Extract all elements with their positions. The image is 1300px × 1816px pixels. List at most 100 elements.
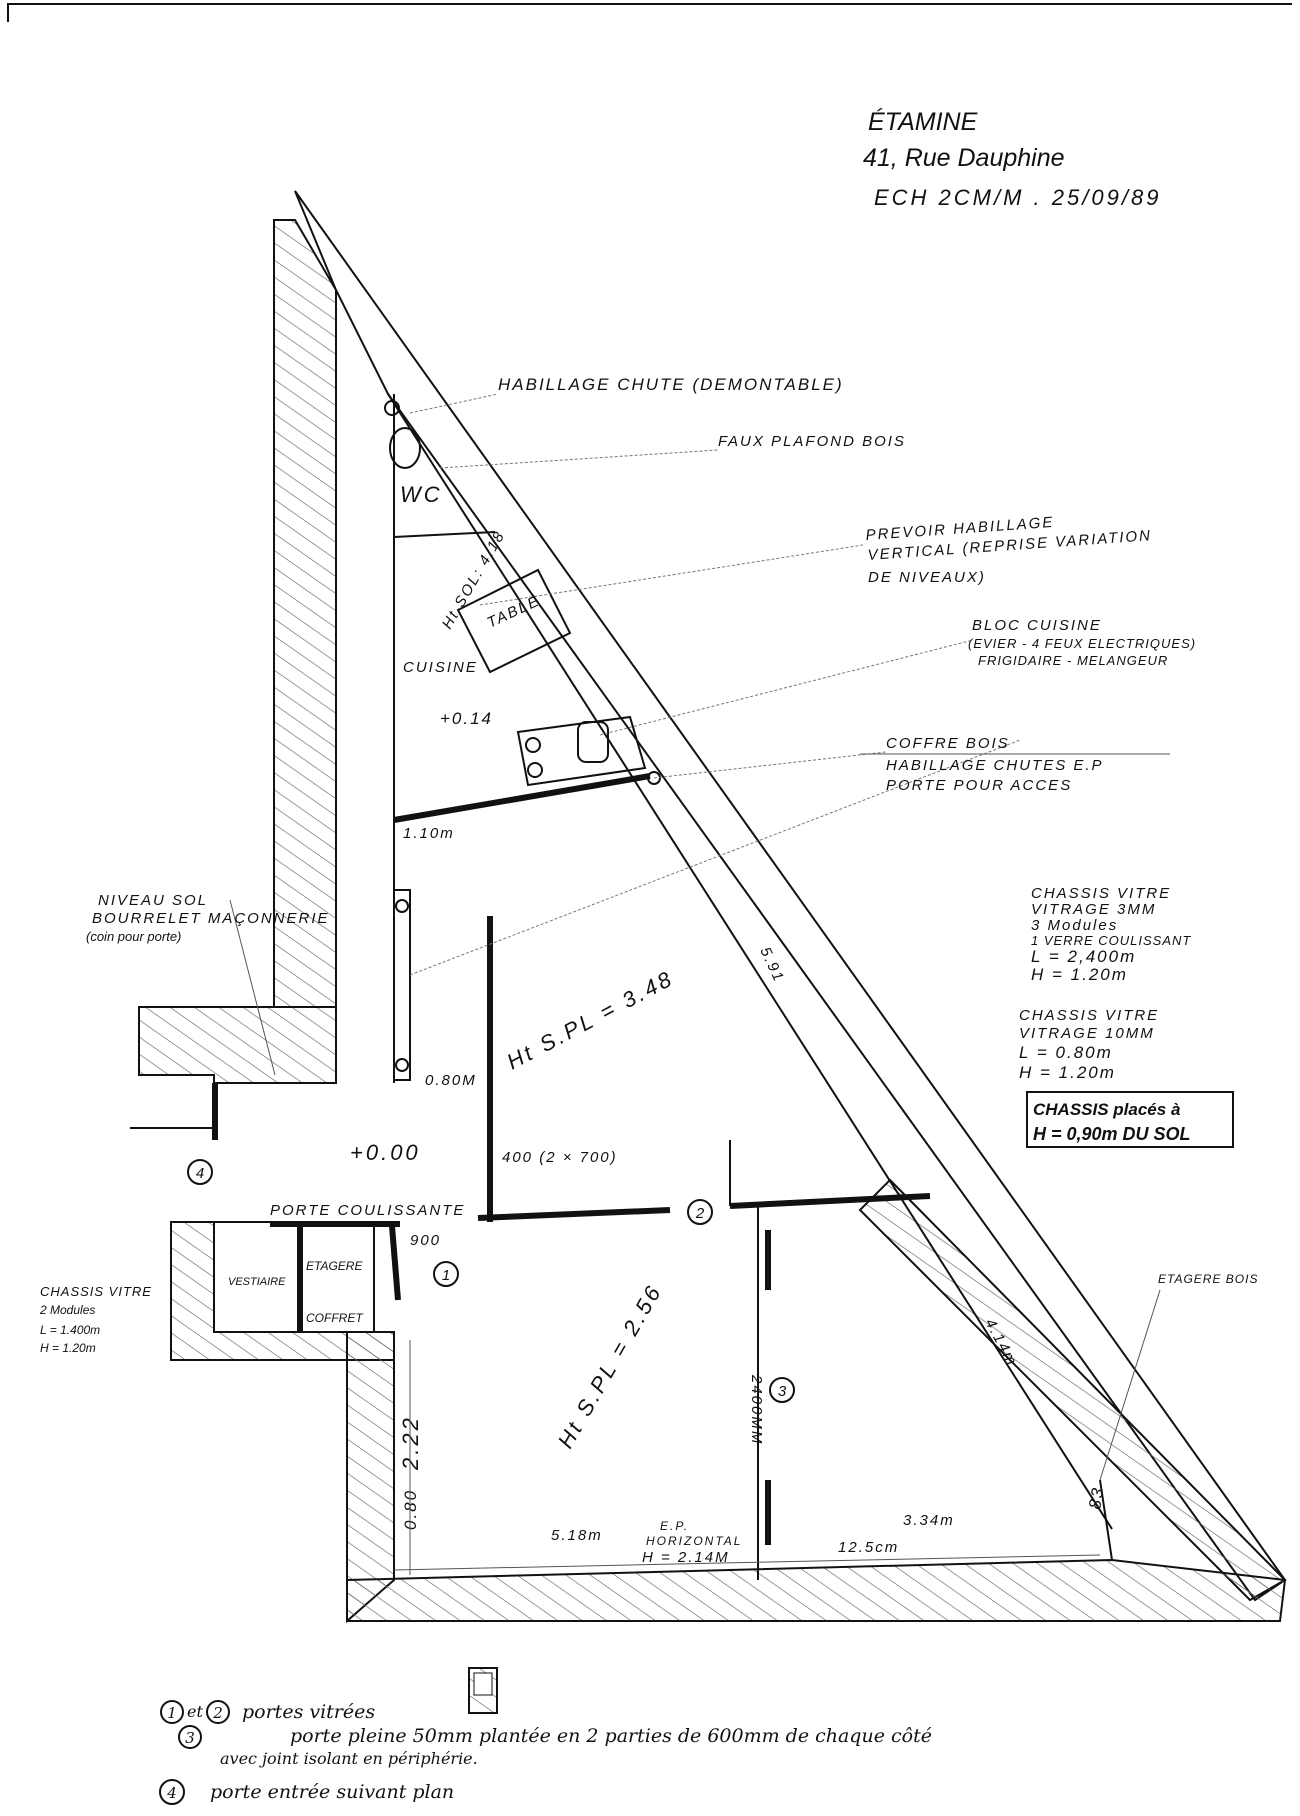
left-wall (273, 219, 337, 1008)
door-1-leaf (389, 1225, 401, 1301)
dim-080: 0.80M (425, 1072, 477, 1089)
hob-burner-icon (527, 762, 543, 778)
diagonal-inner-line (387, 393, 1113, 1530)
note-coffre-1: COFFRE BOIS (886, 735, 1010, 752)
hob-burner-icon (525, 737, 541, 753)
leader-line (479, 544, 864, 606)
legend-marker: 3 (185, 1729, 195, 1747)
chassis-1-line: 1 VERRE COULISSANT (1031, 933, 1191, 948)
legend-marker-circle (159, 1779, 185, 1805)
door-frame-pocket (393, 889, 411, 1081)
chassis-1-line: H = 1.20m (1031, 965, 1128, 984)
legend-marker: 4 (166, 1784, 177, 1802)
chassis-2-line: H = 1.20m (1019, 1063, 1116, 1082)
wc-wall (393, 531, 496, 538)
kitchen-counter-wall (393, 773, 651, 823)
leader-line (1099, 1289, 1161, 1481)
marker-1: 1 (442, 1267, 450, 1284)
legend-marker-circle (178, 1725, 202, 1749)
chassis-3-line: CHASSIS VITRE (40, 1284, 152, 1299)
marker-4-circle (187, 1159, 213, 1185)
legend-line-2b: avec joint isolant en périphérie. (220, 1749, 478, 1768)
legend-line-1: portes vitrées (242, 1701, 375, 1723)
etagere-bois-shelf (1099, 1479, 1113, 1561)
door-markers: 1 2 3 4 (187, 1159, 795, 1403)
legend-line-3: porte entrée suivant plan (210, 1781, 454, 1803)
title-address: 41, Rue Dauphine (863, 144, 1065, 172)
dimension-line (393, 1554, 1101, 1571)
dimensions: Ht SOL: 4.18 +0.14 1.10m 0.80M Ht S.PL =… (350, 528, 1108, 1575)
chassis-frame (393, 889, 411, 1081)
note-prevoir-3: DE NIVEAUX) (868, 569, 986, 586)
note-faux-plafond: FAUX PLAFOND BOIS (718, 433, 906, 450)
marker-4: 4 (196, 1165, 204, 1182)
leader-line (409, 739, 1021, 976)
label-vestiaire: VESTIAIRE (228, 1276, 286, 1288)
note-bloc-cuisine-1: BLOC CUISINE (972, 617, 1102, 634)
diagonal-wall (294, 190, 1287, 1602)
chassis-2-line: VITRAGE 10MM (1019, 1025, 1155, 1042)
marker-1-circle (433, 1261, 459, 1287)
dim-083: 83 (1085, 1485, 1108, 1511)
note-bloc-cuisine-3: FRIGIDAIRE - MELANGEUR (978, 653, 1168, 668)
note-bloc-cuisine-2: (EVIER - 4 FEUX ELECTRIQUES) (968, 636, 1196, 651)
chassis-1-line: 3 Modules (1031, 917, 1118, 934)
note-coffre-3: PORTE POUR ACCES (886, 777, 1072, 794)
note-etagere-bois: ETAGERE BOIS (1158, 1272, 1258, 1286)
marker-3: 3 (778, 1383, 787, 1400)
leader-line (599, 639, 974, 736)
label-porte-coulissante: PORTE COULISSANTE (270, 1202, 465, 1219)
coffre-pipe-icon (647, 771, 661, 785)
dim-400: 400 (2 × 700) (502, 1149, 618, 1166)
chassis-3-line: 2 Modules (39, 1303, 95, 1317)
dim-ht-348: Ht S.PL = 3.48 (503, 965, 678, 1074)
chassis-box-frame (1026, 1091, 1234, 1148)
chassis-note-1: CHASSIS VITRE VITRAGE 3MM 3 Modules 1 VE… (1031, 885, 1191, 984)
dim-2400: 2400MM (748, 1374, 765, 1445)
chassis-1-line: VITRAGE 3MM (1031, 901, 1156, 918)
kitchen-table (456, 568, 572, 674)
marker-3-circle (769, 1377, 795, 1403)
marker-2: 2 (695, 1205, 705, 1222)
chassis-box-line: H = 0,90m DU SOL (1033, 1124, 1191, 1144)
chute-pipe-icon (384, 400, 400, 416)
lower-left-wall (346, 1331, 395, 1624)
partition-door-2 (477, 1207, 671, 1221)
dim-ep-line: HORIZONTAL (646, 1534, 742, 1548)
note-habillage-chute: HABILLAGE CHUTE (DEMONTABLE) (498, 375, 844, 394)
dim-125: 12.5cm (838, 1539, 899, 1556)
title-scale-date: ECH 2CM/M . 25/09/89 (874, 185, 1161, 210)
dim-ep-line: E.P. (660, 1519, 689, 1533)
label-table: TABLE (485, 592, 543, 631)
dim-518: 5.18m (551, 1527, 603, 1544)
dim-334: 3.34m (903, 1512, 955, 1529)
diagonal-wall-hatched (858, 1178, 1287, 1602)
chassis-3-line: L = 1.400m (40, 1323, 100, 1337)
note-niveau-sol-3: (coin pour porte) (86, 929, 181, 944)
label-coffret: COFFRET (306, 1311, 364, 1325)
label-etagere: ETAGERE (306, 1259, 363, 1273)
dim-level-014: +0.14 (440, 709, 493, 728)
legend-marker: 2 (212, 1704, 223, 1722)
chassis-2-line: L = 0.80m (1019, 1043, 1113, 1062)
dim-ht-256: Ht S.PL = 2.56 (553, 1280, 667, 1453)
legend: 1 et 2 portes vitrées 3 porte pleine 50m… (159, 1667, 932, 1805)
leader-line (409, 393, 499, 414)
leader-line (229, 899, 276, 1076)
legend-marker-circle (206, 1700, 230, 1724)
left-block-wall (138, 1006, 337, 1084)
chassis-1-line: L = 2,400m (1031, 947, 1136, 966)
legend-line-2: porte pleine 50mm plantée en 2 parties d… (290, 1725, 932, 1747)
marker-2-circle (687, 1199, 713, 1225)
leader-line (653, 751, 887, 779)
note-niveau-sol-1: NIVEAU SOL (98, 892, 208, 909)
chassis-box-line: CHASSIS placés à (1033, 1100, 1180, 1119)
chassis-note-2: CHASSIS VITRE VITRAGE 10MM L = 0.80m H =… (1019, 1007, 1159, 1082)
legend-marker-circle (160, 1700, 184, 1724)
chassis-3-line: H = 1.20m (40, 1341, 96, 1355)
chassis-2-line: CHASSIS VITRE (1019, 1007, 1159, 1024)
legend-swatch-inner (473, 1672, 493, 1696)
leader-lines (229, 393, 1161, 1481)
label-cuisine: CUISINE (403, 659, 478, 676)
